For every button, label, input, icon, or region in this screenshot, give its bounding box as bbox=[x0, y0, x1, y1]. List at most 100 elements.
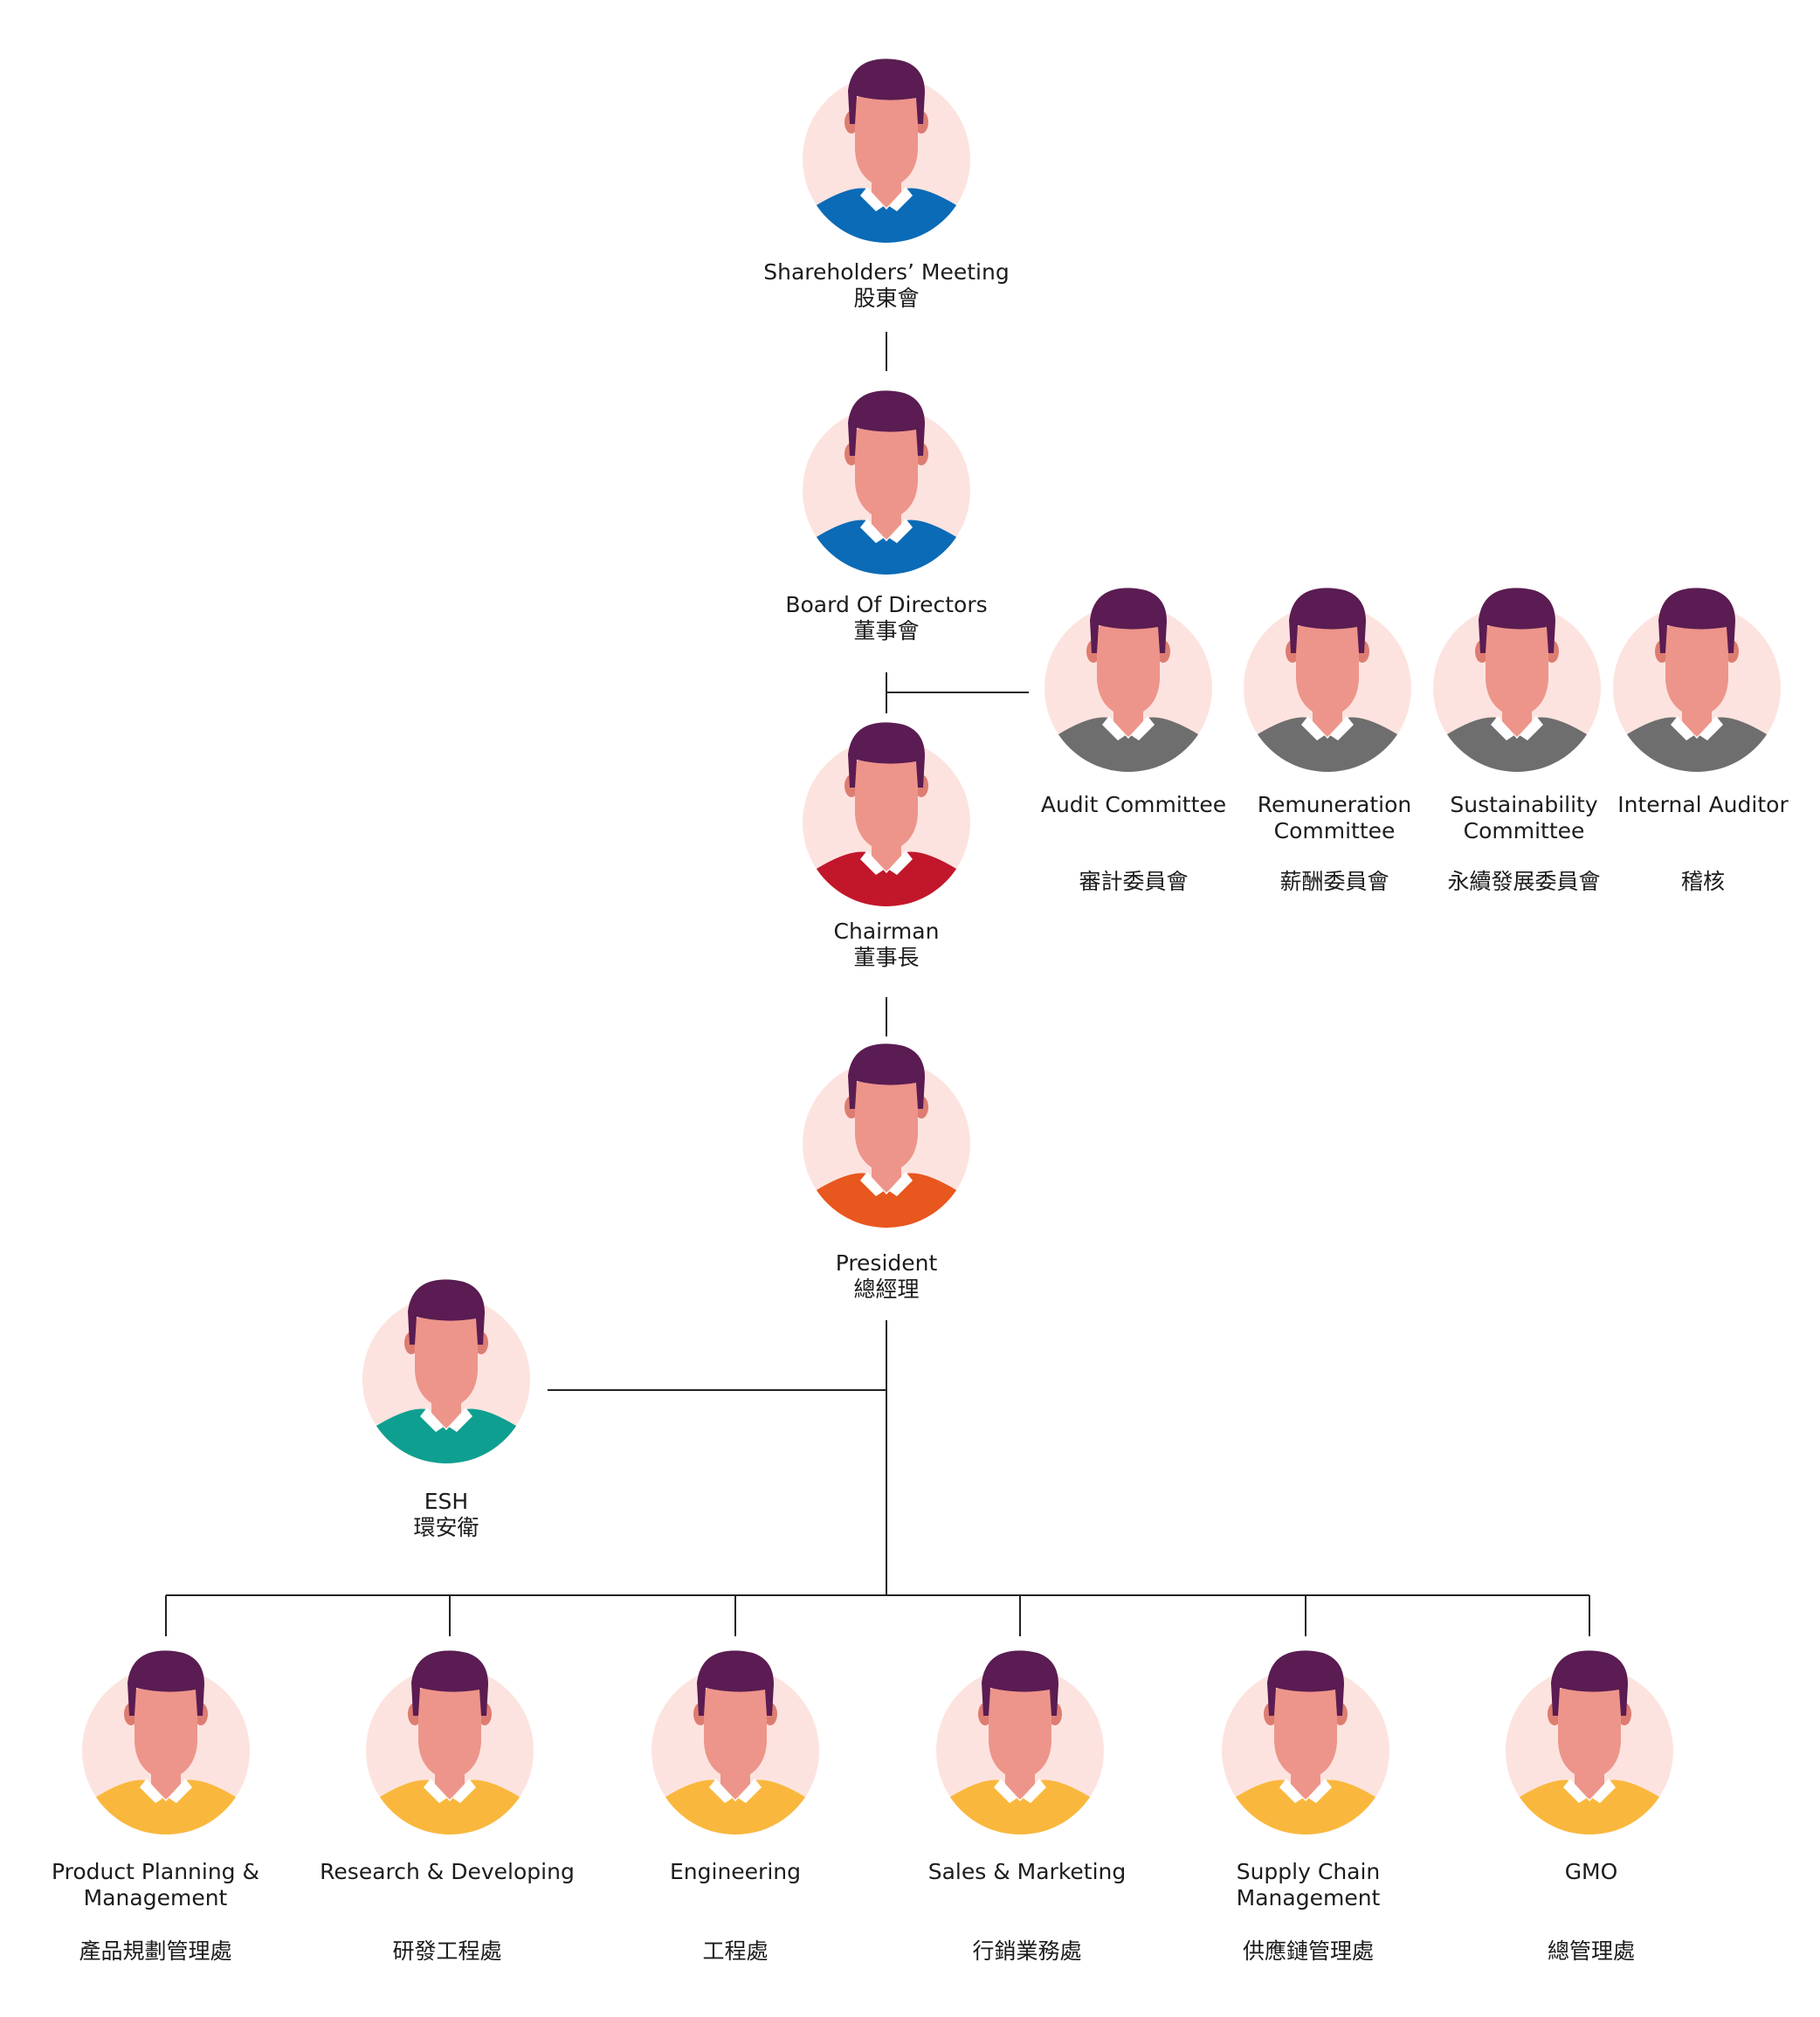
node-gmo: GMO 總管理處 bbox=[1506, 1650, 1673, 1964]
face-icon bbox=[1296, 623, 1359, 718]
hair-icon bbox=[848, 59, 925, 124]
sustainability-avatar-icon bbox=[1433, 588, 1601, 772]
engineering-english-label: Engineering bbox=[670, 1859, 801, 1884]
shirt-icon bbox=[1045, 717, 1211, 772]
supply-chain-avatar-icon bbox=[1222, 1650, 1389, 1835]
sustainability-chinese-label: 永續發展委員會 bbox=[1447, 869, 1600, 894]
research-chinese-label: 研發工程處 bbox=[392, 1938, 501, 1964]
board-chinese-label: 董事會 bbox=[853, 618, 919, 644]
face-icon bbox=[855, 93, 918, 189]
collar-icon bbox=[140, 1779, 192, 1803]
node-sales: Sales & Marketing 行銷業務處 bbox=[928, 1650, 1127, 1964]
face-icon bbox=[1558, 1685, 1621, 1780]
audit-english-label: Audit Committee bbox=[1041, 792, 1226, 817]
sustainability-english-label: Committee bbox=[1464, 818, 1585, 843]
collar-icon bbox=[709, 1779, 762, 1803]
president-english-label: President bbox=[836, 1250, 938, 1276]
face-icon bbox=[415, 1314, 478, 1409]
chairman-avatar-icon bbox=[803, 722, 970, 906]
node-research: Research & Developing 研發工程處 bbox=[320, 1650, 575, 1964]
shirt-icon bbox=[803, 1173, 969, 1228]
internal-auditor-chinese-label: 稽核 bbox=[1681, 869, 1725, 894]
shirt-icon bbox=[363, 1408, 529, 1463]
shareholders-english-label: Shareholders’ Meeting bbox=[763, 259, 1009, 285]
face-icon bbox=[855, 425, 918, 520]
collar-icon bbox=[860, 519, 913, 543]
hair-icon bbox=[1551, 1650, 1628, 1716]
president-avatar-icon bbox=[803, 1043, 970, 1228]
research-avatar-icon bbox=[366, 1650, 534, 1835]
face-icon bbox=[1274, 1685, 1337, 1780]
face-icon bbox=[1665, 623, 1728, 718]
board-english-label: Board Of Directors bbox=[785, 592, 987, 617]
face-icon bbox=[989, 1685, 1051, 1780]
sales-english-label: Sales & Marketing bbox=[928, 1859, 1127, 1884]
remuneration-avatar-icon bbox=[1244, 588, 1411, 772]
gmo-english-label: GMO bbox=[1565, 1859, 1618, 1884]
shareholders-chinese-label: 股東會 bbox=[853, 286, 919, 311]
gmo-avatar-icon bbox=[1506, 1650, 1673, 1835]
collar-icon bbox=[1563, 1779, 1616, 1803]
hair-icon bbox=[1658, 588, 1735, 653]
shirt-icon bbox=[1506, 1780, 1672, 1835]
collar-icon bbox=[860, 850, 913, 875]
supply-chain-english-label: Supply Chain bbox=[1237, 1859, 1381, 1884]
collar-icon bbox=[860, 187, 913, 211]
shirt-icon bbox=[803, 520, 969, 575]
esh-chinese-label: 環安衛 bbox=[413, 1515, 479, 1540]
gmo-chinese-label: 總管理處 bbox=[1548, 1938, 1635, 1964]
supply-chain-english-label: Management bbox=[1237, 1885, 1381, 1910]
engineering-avatar-icon bbox=[651, 1650, 819, 1835]
shirt-icon bbox=[803, 851, 969, 906]
collar-icon bbox=[1279, 1779, 1332, 1803]
shirt-icon bbox=[803, 188, 969, 243]
internal-auditor-avatar-icon bbox=[1613, 588, 1781, 772]
collar-icon bbox=[424, 1779, 476, 1803]
face-icon bbox=[418, 1685, 481, 1780]
face-icon bbox=[1486, 623, 1548, 718]
shirt-icon bbox=[1614, 717, 1780, 772]
sales-chinese-label: 行銷業務處 bbox=[972, 1938, 1081, 1964]
hair-icon bbox=[411, 1650, 488, 1716]
face-icon bbox=[855, 1078, 918, 1174]
connector-lines bbox=[165, 332, 1590, 1636]
collar-icon bbox=[860, 1172, 913, 1196]
research-english-label: Research & Developing bbox=[320, 1859, 575, 1884]
face-icon bbox=[704, 1685, 767, 1780]
esh-english-label: ESH bbox=[424, 1489, 468, 1514]
face-icon bbox=[855, 757, 918, 852]
audit-avatar-icon bbox=[1044, 588, 1212, 772]
shirt-icon bbox=[1434, 717, 1600, 772]
collar-icon bbox=[1671, 716, 1723, 740]
shirt-icon bbox=[367, 1780, 533, 1835]
hair-icon bbox=[982, 1650, 1058, 1716]
internal-auditor-english-label: Internal Auditor bbox=[1617, 792, 1789, 817]
supply-chain-chinese-label: 供應鏈管理處 bbox=[1243, 1938, 1374, 1964]
shirt-icon bbox=[83, 1780, 249, 1835]
collar-icon bbox=[994, 1779, 1046, 1803]
hair-icon bbox=[1289, 588, 1366, 653]
president-chinese-label: 總經理 bbox=[853, 1277, 919, 1302]
product-planning-avatar-icon bbox=[82, 1650, 250, 1835]
board-avatar-icon bbox=[803, 390, 970, 575]
product-planning-english-label: Product Planning & bbox=[52, 1859, 259, 1884]
chairman-english-label: Chairman bbox=[834, 919, 940, 944]
sales-avatar-icon bbox=[936, 1650, 1104, 1835]
shareholders-avatar-icon bbox=[803, 59, 970, 243]
shirt-icon bbox=[652, 1780, 818, 1835]
collar-icon bbox=[1491, 716, 1543, 740]
face-icon bbox=[1097, 623, 1160, 718]
product-planning-chinese-label: 產品規劃管理處 bbox=[79, 1938, 231, 1964]
chairman-chinese-label: 董事長 bbox=[853, 945, 919, 970]
shirt-icon bbox=[937, 1780, 1103, 1835]
hair-icon bbox=[848, 722, 925, 788]
shirt-icon bbox=[1244, 717, 1410, 772]
collar-icon bbox=[1301, 716, 1354, 740]
collar-icon bbox=[1102, 716, 1155, 740]
